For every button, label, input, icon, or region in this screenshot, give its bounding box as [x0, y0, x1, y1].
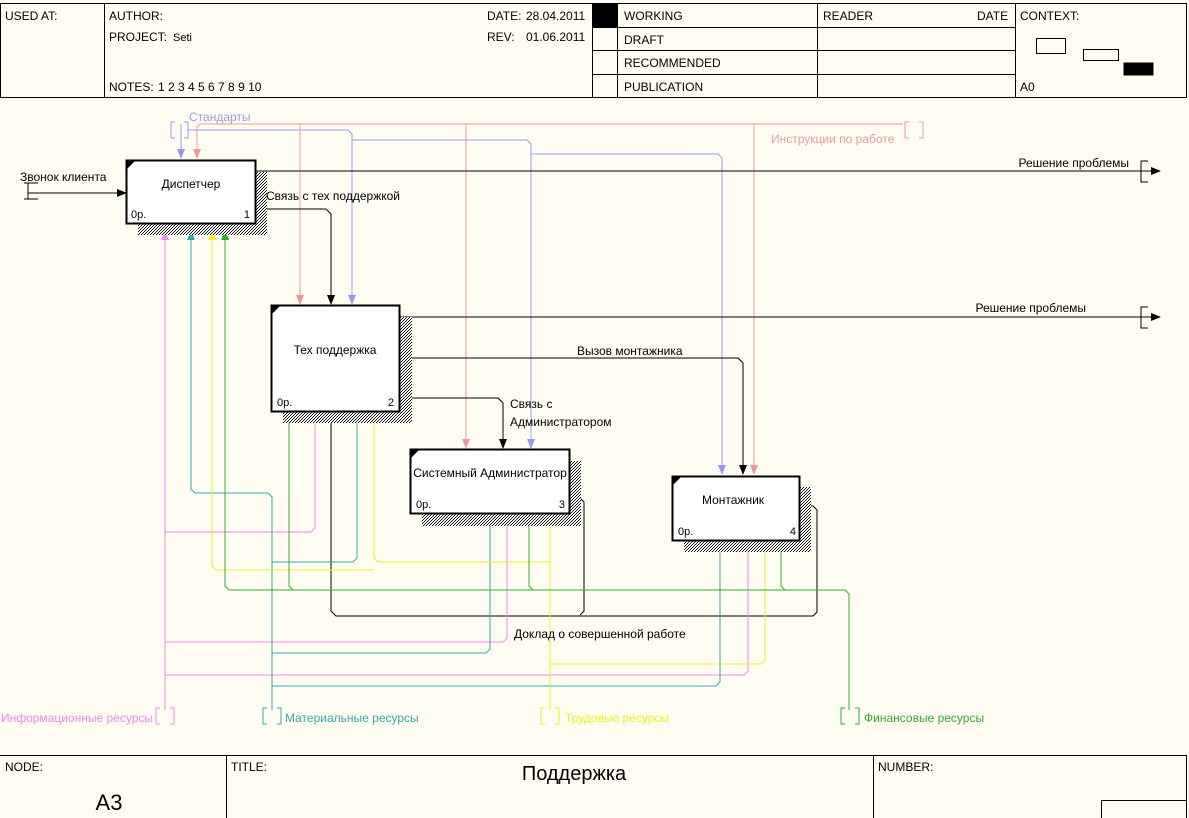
label-labor-resources: Трудовые ресурсы [565, 711, 669, 725]
box-cost: 0р. [277, 397, 292, 409]
label-solution-2: Решение проблемы [975, 301, 1086, 315]
activity-box-installer[interactable]: Монтажник 0р. 4 [671, 475, 812, 553]
context-thumbnail [1036, 38, 1154, 76]
box-number: 4 [790, 526, 796, 538]
activity-box-dispatcher[interactable]: Диспетчер 0р. 1 [125, 159, 268, 236]
box-number: 3 [559, 499, 565, 511]
box-cost: 0р. [131, 209, 146, 221]
labor-resources-arrows [208, 230, 769, 725]
info-resources-arrows [155, 230, 752, 725]
box-number: 1 [244, 209, 250, 221]
date-value: 28.04.2011 [526, 9, 585, 23]
finance-resources-arrows [221, 230, 860, 725]
standards-arrows [170, 121, 726, 475]
box-cost: 0р. [416, 499, 431, 511]
number-label: NUMBER: [878, 760, 933, 774]
page-title: Поддержка [522, 763, 627, 785]
box-name: Системный Администратор [413, 466, 567, 480]
label-solution-1: Решение проблемы [1018, 156, 1129, 170]
label-client-call: Звонок клиента [20, 170, 107, 184]
working-status-marker [593, 4, 617, 27]
node-value: A3 [96, 790, 123, 815]
used-at-label: USED AT: [5, 9, 57, 23]
label-info-resources: Информационные ресурсы [1, 711, 153, 725]
footer-frame [0, 755, 1187, 818]
rev-value: 01.06.2011 [526, 30, 585, 44]
rev-label: REV: [487, 30, 515, 44]
instructions-arrows [193, 121, 924, 475]
label-material-resources: Материальные ресурсы [285, 711, 419, 725]
label-to-support: Связь с тех поддержкой [266, 189, 400, 203]
author-label: AUTHOR: [109, 9, 163, 23]
status-draft: DRAFT [624, 33, 665, 47]
context-label: CONTEXT: [1020, 9, 1079, 23]
activity-box-tech-support[interactable]: Тех поддержка 0р. 2 [270, 304, 413, 424]
date-label: DATE: [487, 9, 521, 23]
box-name: Тех поддержка [294, 343, 377, 357]
label-call-installer: Вызов монтажника [577, 344, 683, 358]
label-instructions: Инструкции по работе [771, 132, 895, 146]
status-recommended: RECOMMENDED [624, 56, 721, 70]
box-number: 2 [388, 397, 394, 409]
box-name: Монтажник [702, 493, 765, 507]
status-publication: PUBLICATION [624, 80, 703, 94]
box-cost: 0р. [678, 526, 693, 538]
label-to-admin-line2: Администратором [510, 415, 612, 429]
title-label: TITLE: [231, 760, 267, 774]
notes-value: 1 2 3 4 5 6 7 8 9 10 [158, 80, 262, 94]
reader-label: READER [823, 9, 873, 23]
project-value: Seti [173, 32, 192, 44]
project-label: PROJECT: [109, 30, 167, 44]
label-finance-resources: Финансовые ресурсы [864, 711, 984, 725]
material-resources-arrows [187, 230, 724, 725]
node-label: NODE: [5, 760, 43, 774]
notes-label: NOTES: [109, 80, 154, 94]
status-working: WORKING [624, 9, 683, 23]
label-report: Доклад о совершенной работе [514, 627, 686, 641]
context-node: A0 [1020, 80, 1035, 94]
label-standards: Стандарты [189, 110, 251, 124]
header-frame [0, 3, 1187, 98]
control-flow-arrows [24, 160, 1161, 617]
activity-box-sysadmin[interactable]: Системный Администратор 0р. 3 [409, 448, 582, 527]
label-to-admin-line1: Связь с [510, 397, 553, 411]
box-name: Диспетчер [162, 177, 221, 191]
reader-date-label: DATE [977, 9, 1008, 23]
